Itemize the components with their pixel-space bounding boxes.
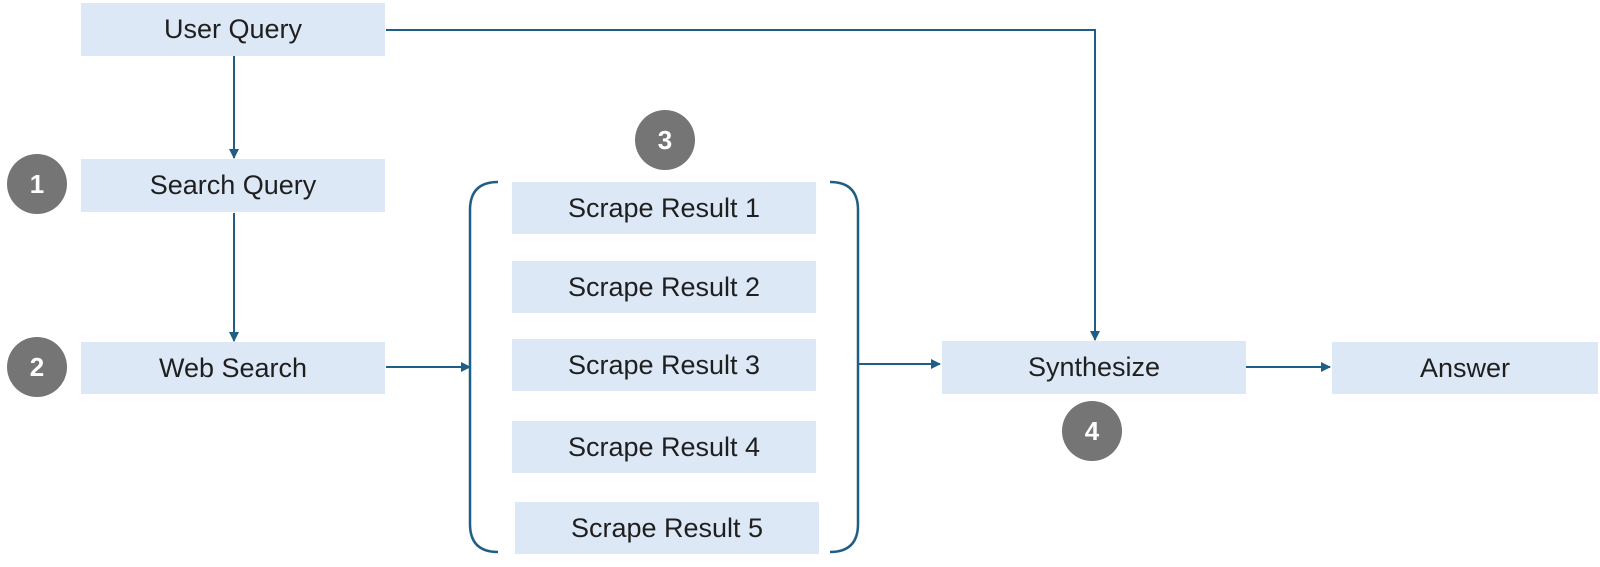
arrow-user-to-synthesize [386, 29, 1100, 341]
user-query-node: User Query [81, 3, 385, 56]
scrape-result-1: Scrape Result 1 [512, 182, 816, 234]
scrape-result-4: Scrape Result 4 [512, 421, 816, 473]
search-query-node: Search Query [81, 159, 385, 212]
scrape-result-5: Scrape Result 5 [515, 502, 819, 554]
left-bracket [468, 180, 499, 554]
web-search-node: Web Search [81, 342, 385, 394]
scrape-result-2: Scrape Result 2 [512, 261, 816, 313]
synthesize-node: Synthesize [942, 341, 1246, 394]
right-bracket [829, 180, 860, 554]
step-3-badge: 3 [635, 110, 695, 170]
step-2-badge: 2 [7, 337, 67, 397]
step-4-badge: 4 [1062, 401, 1122, 461]
answer-node: Answer [1332, 342, 1598, 394]
scrape-result-3: Scrape Result 3 [512, 339, 816, 391]
step-1-badge: 1 [7, 154, 67, 214]
